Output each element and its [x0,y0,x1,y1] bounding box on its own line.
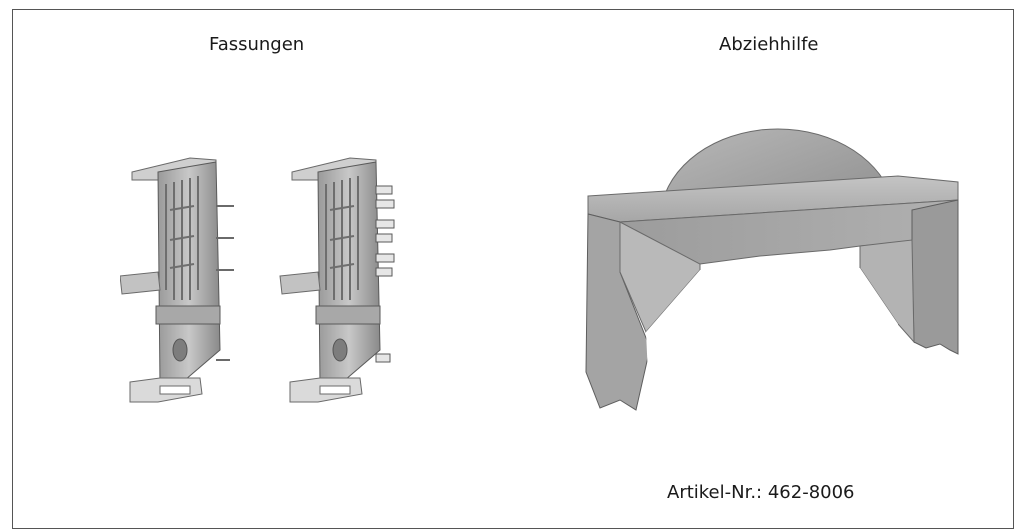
abziehhilfe-heading: Abziehhilfe [719,34,819,55]
relay-sockets-illustration [120,157,395,403]
socket-right [279,157,395,403]
removal-tool-illustration [585,128,959,418]
fassungen-heading: Fassungen [209,34,305,55]
socket-left [120,157,234,403]
article-number-label: Artikel-Nr.: 462-8006 [667,482,855,503]
